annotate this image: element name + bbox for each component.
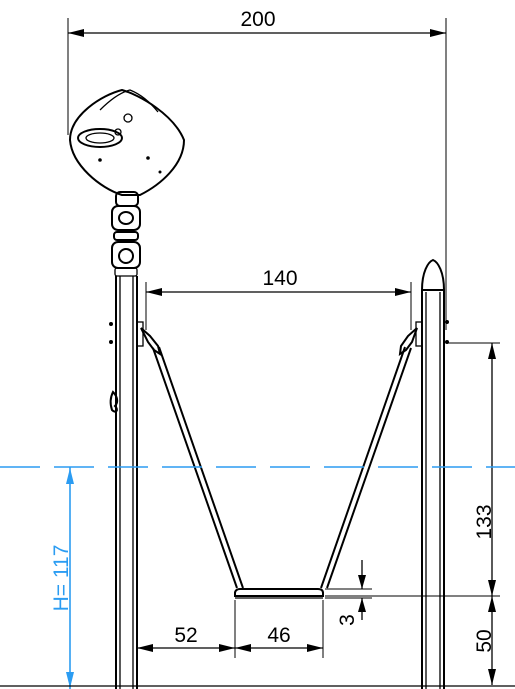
seat-thickness-label: 3 <box>336 614 359 626</box>
seat-width-label: 46 <box>267 624 290 647</box>
seat-span-label: 140 <box>262 267 297 290</box>
right-post <box>415 258 449 689</box>
seat-height-label: 50 <box>473 629 496 652</box>
right-chain <box>320 327 418 589</box>
post-height-label: 133 <box>473 504 496 539</box>
seat-width-dimension: 46 <box>235 600 324 658</box>
seat-offset-label: 52 <box>174 624 197 647</box>
seat-height-dimension: 50 <box>473 596 496 685</box>
left-post <box>109 276 144 689</box>
swing-seat <box>234 588 324 599</box>
umbrella-lamp-icon <box>68 88 186 277</box>
seat-offset-dimension: 52 <box>137 600 236 658</box>
fall-height-indicator: H= 117 <box>0 466 515 689</box>
overall-width-label: 200 <box>240 8 275 31</box>
fall-height-label: H= 117 <box>50 545 73 612</box>
bullet-cap-icon <box>420 258 446 291</box>
seat-thickness-dimension: 3 <box>325 560 372 626</box>
overall-width-dimension: 200 <box>67 8 447 330</box>
post-height-dimension: 133 <box>325 342 500 597</box>
seat-span-dimension: 140 <box>145 267 412 330</box>
left-chain <box>140 327 244 589</box>
